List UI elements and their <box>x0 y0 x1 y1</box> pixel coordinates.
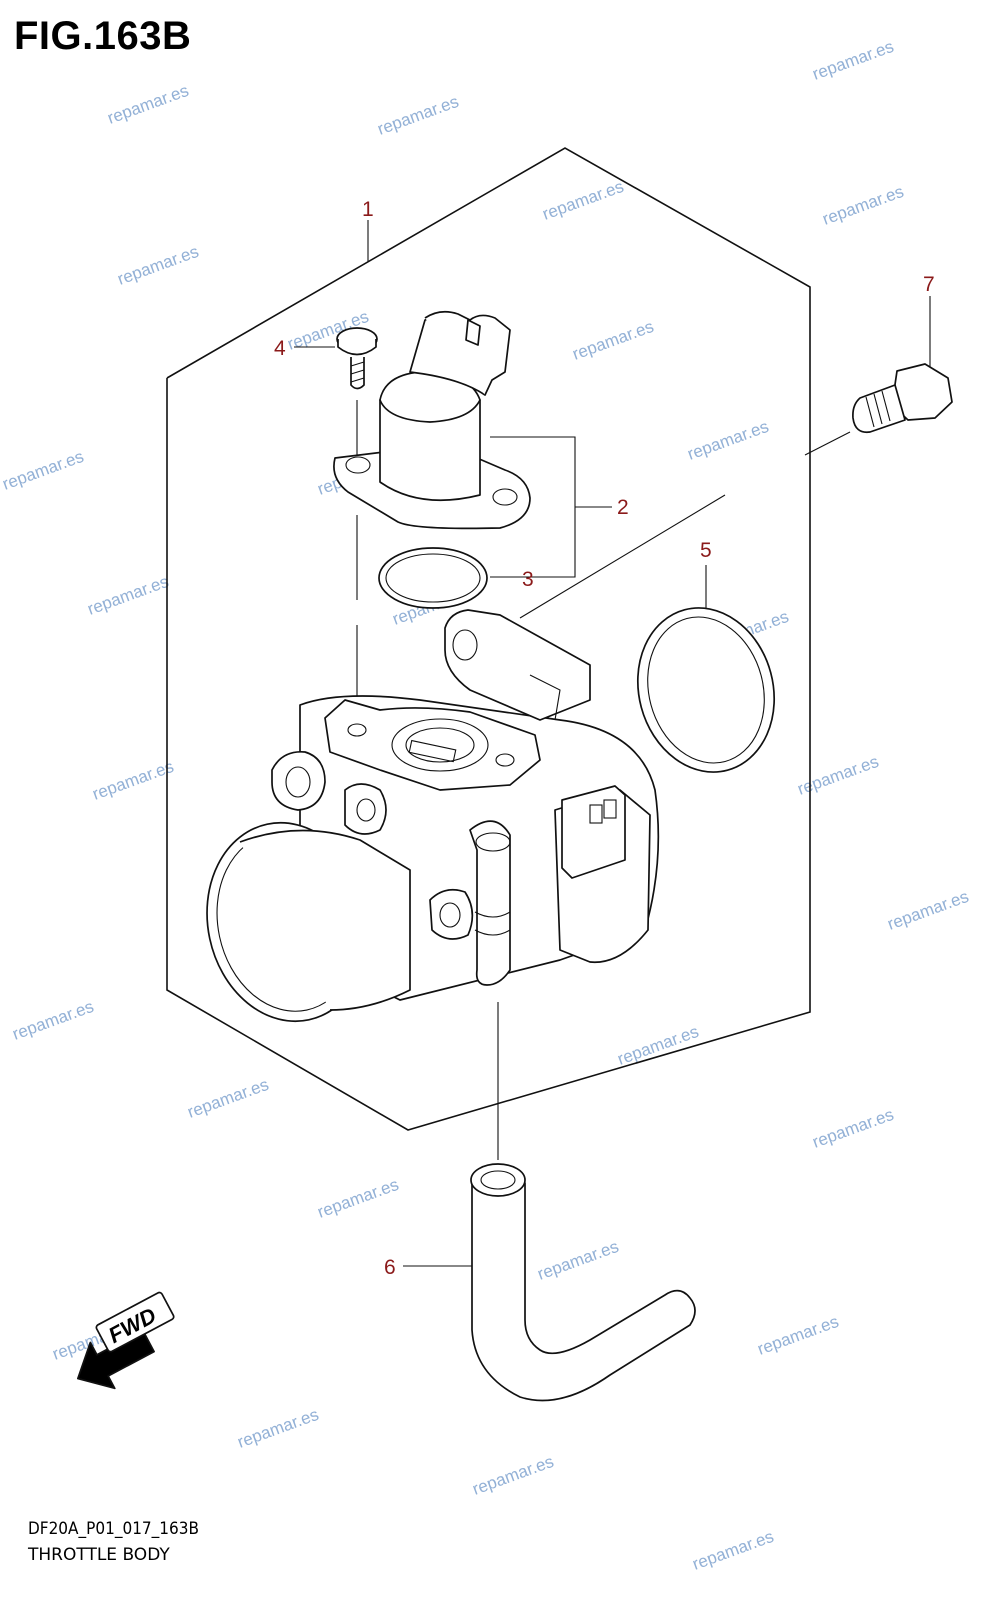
watermark: repamar.es <box>755 1312 841 1359</box>
watermark: repamar.es <box>0 447 86 494</box>
diagram-code: DF20A_P01_017_163B <box>28 1519 199 1539</box>
watermark: repamar.es <box>810 37 896 84</box>
leader-lines <box>294 220 931 1267</box>
callout-7: 7 <box>923 273 935 296</box>
callout-3: 3 <box>522 568 534 591</box>
watermark: repamar.es <box>570 317 656 364</box>
watermark: repamar.es <box>685 417 771 464</box>
assembly-box <box>166 147 811 1131</box>
diagram-name: THROTTLE BODY <box>28 1545 170 1565</box>
callout-4: 4 <box>274 337 286 360</box>
watermark: repamar.es <box>235 1405 321 1452</box>
callout-1: 1 <box>362 198 374 221</box>
callout-5: 5 <box>700 539 712 562</box>
watermark: repamar.es <box>810 1105 896 1152</box>
watermark: repamar.es <box>535 1237 621 1284</box>
watermark: repamar.es <box>105 81 191 128</box>
watermark: repamar.es <box>115 242 201 289</box>
watermark: repamar.es <box>185 1075 271 1122</box>
hose-part-6 <box>470 1163 696 1402</box>
watermark: repamar.es <box>820 182 906 229</box>
screw-part-4 <box>336 327 378 390</box>
callouts: 1 2 3 4 5 6 7 <box>274 198 935 1279</box>
watermark: repamar.es <box>10 997 96 1044</box>
bolt-part-7 <box>852 363 953 434</box>
watermark: repamar.es <box>375 92 461 139</box>
watermark: repamar.es <box>885 887 971 934</box>
watermark: repamar.es <box>690 1527 776 1574</box>
watermark: repamar.es <box>90 757 176 804</box>
sensor-part-2 <box>333 310 531 530</box>
watermark: repamar.es <box>85 572 171 619</box>
callout-6: 6 <box>384 1256 396 1279</box>
fwd-arrow: FWD <box>76 1291 175 1390</box>
watermark: repamar.es <box>615 1022 701 1069</box>
callout-2: 2 <box>617 496 629 519</box>
watermark: repamar.es <box>540 177 626 224</box>
watermark: repamar.es <box>795 752 881 799</box>
watermark: repamar.es <box>315 1175 401 1222</box>
figure-title: FIG.163B <box>14 14 192 58</box>
o-ring-part-5 <box>636 607 776 773</box>
throttle-body-part-1 <box>206 609 660 1023</box>
watermark: repamar.es <box>470 1452 556 1499</box>
o-ring-part-3 <box>378 547 488 609</box>
